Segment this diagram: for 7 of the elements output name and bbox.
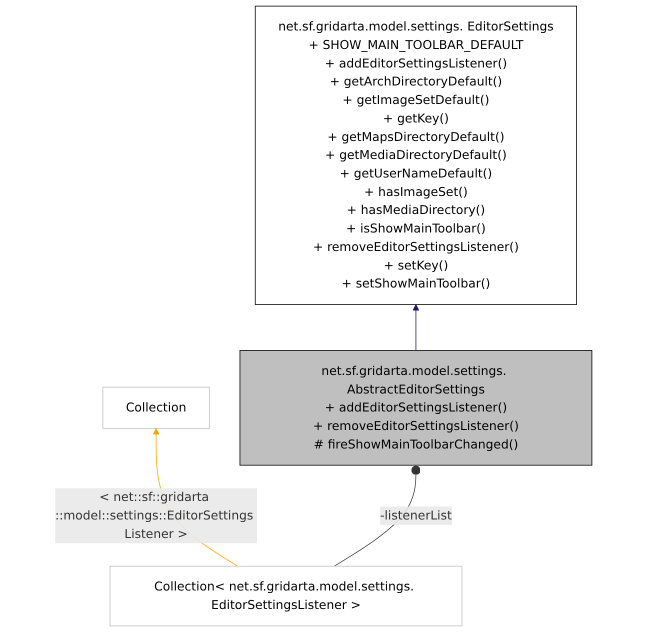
edge-label: < net::sf::gridarta ::model::settings::EditorSettings Listener > bbox=[55, 490, 254, 541]
arrow bbox=[412, 304, 420, 351]
node-box: Collection bbox=[102, 386, 210, 429]
edge-label: -listenerList bbox=[380, 508, 452, 523]
node-box: Collection< net.sf.gridarta.model.settings. EditorSettingsListener > bbox=[110, 566, 462, 626]
node-box: net.sf.gridarta.model.settings. EditorSettings + SHOW_MAIN_TOOLBAR_DEFAULT + addEditorSettingsListener() + getArchDirectoryDefault() + getImageSetDefault() + getKey() + getMapsDirectoryDefault() + getMediaDirectoryDefault() + getUserNameDefault() + hasImageSet() + hasMediaDirectory() + isShowMainToolbar() + removeEditorSettingsListener() + setKey() + setShowMainToolbar() bbox=[254, 6, 577, 305]
node-box: net.sf.gridarta.model.settings. AbstractEditorSettings + addEditorSettingsListener() + removeEditorSettingsListener() # fireShowMainToolbarChanged() bbox=[240, 350, 592, 466]
